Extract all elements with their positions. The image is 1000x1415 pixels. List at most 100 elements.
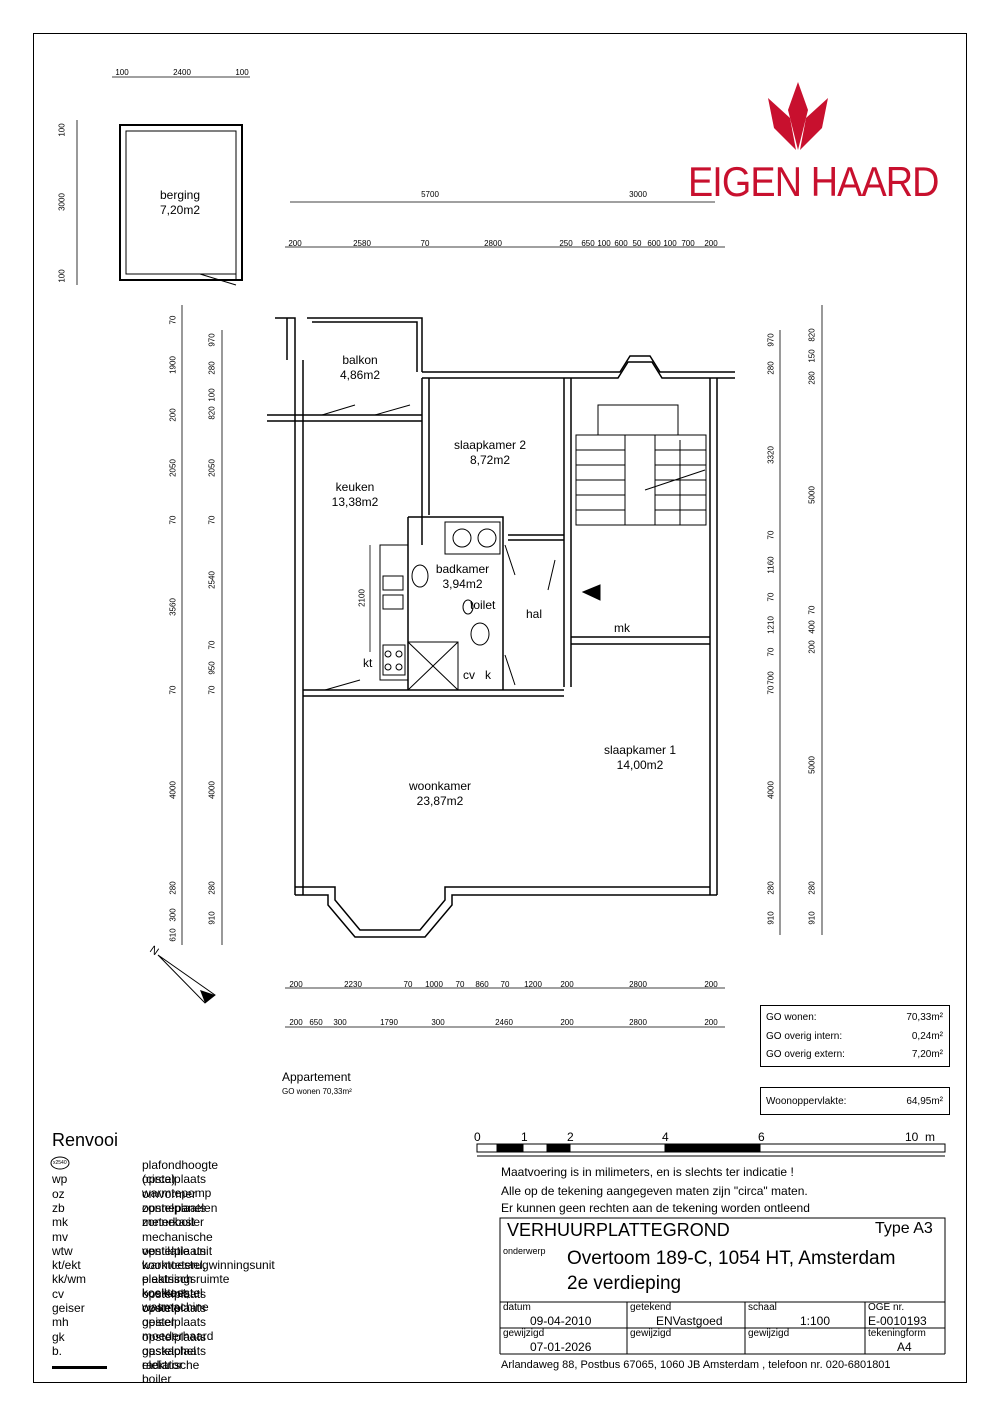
dimension-label: 70 bbox=[455, 980, 465, 989]
dimension-label: 200 bbox=[289, 980, 303, 989]
room-area: 14,00m2 bbox=[616, 758, 664, 772]
kitchen-counter bbox=[379, 544, 409, 681]
dimension-label: 2460 bbox=[495, 1018, 513, 1027]
room-name: berging bbox=[159, 188, 201, 202]
dimension-label: 280 bbox=[807, 371, 817, 385]
dimension-label: 610 bbox=[168, 928, 178, 942]
area-summary-box: GO wonen: 70,33m² GO overig intern: 0,24… bbox=[760, 1005, 950, 1067]
dimension-label: 70 bbox=[168, 315, 178, 325]
legend-desc: opstelplaats warmteterugwinningsunit bbox=[142, 1243, 275, 1272]
dimension-label: 1790 bbox=[380, 1018, 398, 1027]
onderwerp-label: onderwerp bbox=[503, 1246, 546, 1256]
dimension-label: 150 bbox=[807, 349, 817, 363]
scale-label: 6 bbox=[758, 1130, 765, 1144]
dimension-label: 2050 bbox=[207, 459, 217, 477]
north-compass bbox=[157, 954, 216, 1004]
dimension-label: 70 bbox=[207, 685, 217, 695]
dimension-label: 100 bbox=[57, 269, 67, 283]
brand-wordmark: EIGEN HAARD bbox=[688, 158, 939, 205]
schaal-value: 1:100 bbox=[800, 1314, 831, 1328]
title-type: Type A3 bbox=[875, 1220, 933, 1237]
legend-code: wp bbox=[52, 1172, 68, 1187]
dimension-label: 100 bbox=[207, 388, 217, 402]
appartement-subtitle: GO wonen 70,33m² bbox=[282, 1087, 352, 1096]
room-area: 7,20m2 bbox=[159, 203, 201, 217]
dimension-label: 2050 bbox=[168, 459, 178, 477]
dimension-label: 300 bbox=[168, 908, 178, 922]
dimension-label: 970 bbox=[207, 333, 217, 347]
datum-label: datum bbox=[503, 1302, 531, 1313]
dimension-label: 100 bbox=[115, 68, 129, 77]
dimension-label: 100 bbox=[663, 239, 677, 248]
address: Overtoom 189-C, 1054 HT, Amsterdam bbox=[567, 1248, 896, 1269]
dimension-label: 200 bbox=[560, 1018, 574, 1027]
dimension-label: 4000 bbox=[207, 781, 217, 799]
dimension-label: 300 bbox=[431, 1018, 445, 1027]
legend-desc: omvormer zonnepanelen bbox=[142, 1186, 218, 1215]
dimension-label: 280 bbox=[766, 881, 776, 895]
tekeningform-label: tekeningform bbox=[868, 1328, 926, 1339]
dimension-label: 1900 bbox=[168, 356, 178, 374]
dimension-label: 200 bbox=[704, 1018, 718, 1027]
dimension-label: 3000 bbox=[629, 190, 647, 199]
dimension-label: 600 bbox=[647, 239, 661, 248]
floor-level: 2e verdieping bbox=[567, 1273, 682, 1294]
legend-desc: opstelplaats moederhaard bbox=[142, 1315, 214, 1344]
room-name: keuken bbox=[335, 480, 375, 494]
title-block-frame bbox=[499, 1217, 946, 1355]
dimension-label: 2800 bbox=[629, 1018, 647, 1027]
dimension-label: 280 bbox=[766, 361, 776, 375]
datum-value: 09-04-2010 bbox=[530, 1314, 592, 1328]
dimension-label: 3560 bbox=[168, 598, 178, 616]
dimension-label: 2100 bbox=[357, 589, 367, 607]
dimension-label: 70 bbox=[168, 515, 178, 525]
dimension-label: 860 bbox=[475, 980, 489, 989]
appartement-title: Appartement bbox=[282, 1070, 351, 1084]
room-name: balkon bbox=[342, 353, 378, 367]
dimension-label: 70 bbox=[420, 239, 430, 248]
dimension-label: 200 bbox=[807, 640, 817, 654]
dimension-label: 700 bbox=[766, 671, 776, 685]
dimension-label: 2400 bbox=[173, 68, 191, 77]
legend-desc: plafondhoogte (circa) bbox=[142, 1158, 219, 1186]
room-balkon: balkon 4,86m2 bbox=[310, 353, 410, 383]
dimension-label: 200 bbox=[289, 1018, 303, 1027]
scale-label: 0 bbox=[474, 1130, 481, 1144]
dimension-label: 70 bbox=[766, 592, 776, 602]
title-heading: VERHUURPLATTEGROND bbox=[507, 1220, 730, 1240]
legend-desc: opstelplaats gaskachel bbox=[142, 1329, 207, 1358]
dimension-label: 3000 bbox=[57, 193, 67, 211]
dimension-label: 820 bbox=[207, 406, 217, 420]
gewijzigd-value: 07-01-2026 bbox=[530, 1340, 592, 1354]
dimension-label: 4000 bbox=[766, 781, 776, 799]
berging-walls bbox=[119, 124, 243, 286]
apartment-walls bbox=[267, 317, 735, 938]
dimension-label: 280 bbox=[207, 881, 217, 895]
gewijzigd-label-2: gewijzigd bbox=[630, 1328, 672, 1339]
oge-value: E-0010193 bbox=[868, 1314, 927, 1328]
legend-desc: meterkast bbox=[142, 1215, 195, 1230]
legend-code: b. bbox=[52, 1343, 63, 1358]
legend-code: oz bbox=[52, 1186, 65, 1201]
legend-code: mv bbox=[52, 1229, 68, 1244]
area-value: 0,24m² bbox=[911, 1031, 943, 1042]
label-meterkast: mk bbox=[614, 621, 630, 635]
dimension-lines bbox=[76, 76, 823, 1028]
getekend-value: ENVastgoed bbox=[656, 1314, 723, 1328]
dimension-label: 1210 bbox=[766, 616, 776, 634]
area-label: GO overig extern: bbox=[766, 1049, 845, 1060]
legend-code: cv bbox=[52, 1286, 64, 1301]
legend-desc: mechanische ventilatie unit bbox=[142, 1229, 213, 1258]
dimension-label: 2800 bbox=[484, 239, 502, 248]
dimension-label: 200 bbox=[704, 980, 718, 989]
scale-bar bbox=[476, 1143, 946, 1157]
dimension-label: 70 bbox=[207, 515, 217, 525]
legend-desc: opstelplaats zonneboiler bbox=[142, 1200, 207, 1229]
dimension-label: 910 bbox=[766, 911, 776, 925]
room-woonkamer: woonkamer 23,87m2 bbox=[390, 779, 490, 809]
dimension-label: 650 bbox=[581, 239, 595, 248]
label-cv: cv bbox=[463, 668, 475, 682]
door-swings bbox=[321, 404, 556, 691]
dimension-label: 910 bbox=[207, 911, 217, 925]
room-hal: hal bbox=[526, 607, 543, 621]
